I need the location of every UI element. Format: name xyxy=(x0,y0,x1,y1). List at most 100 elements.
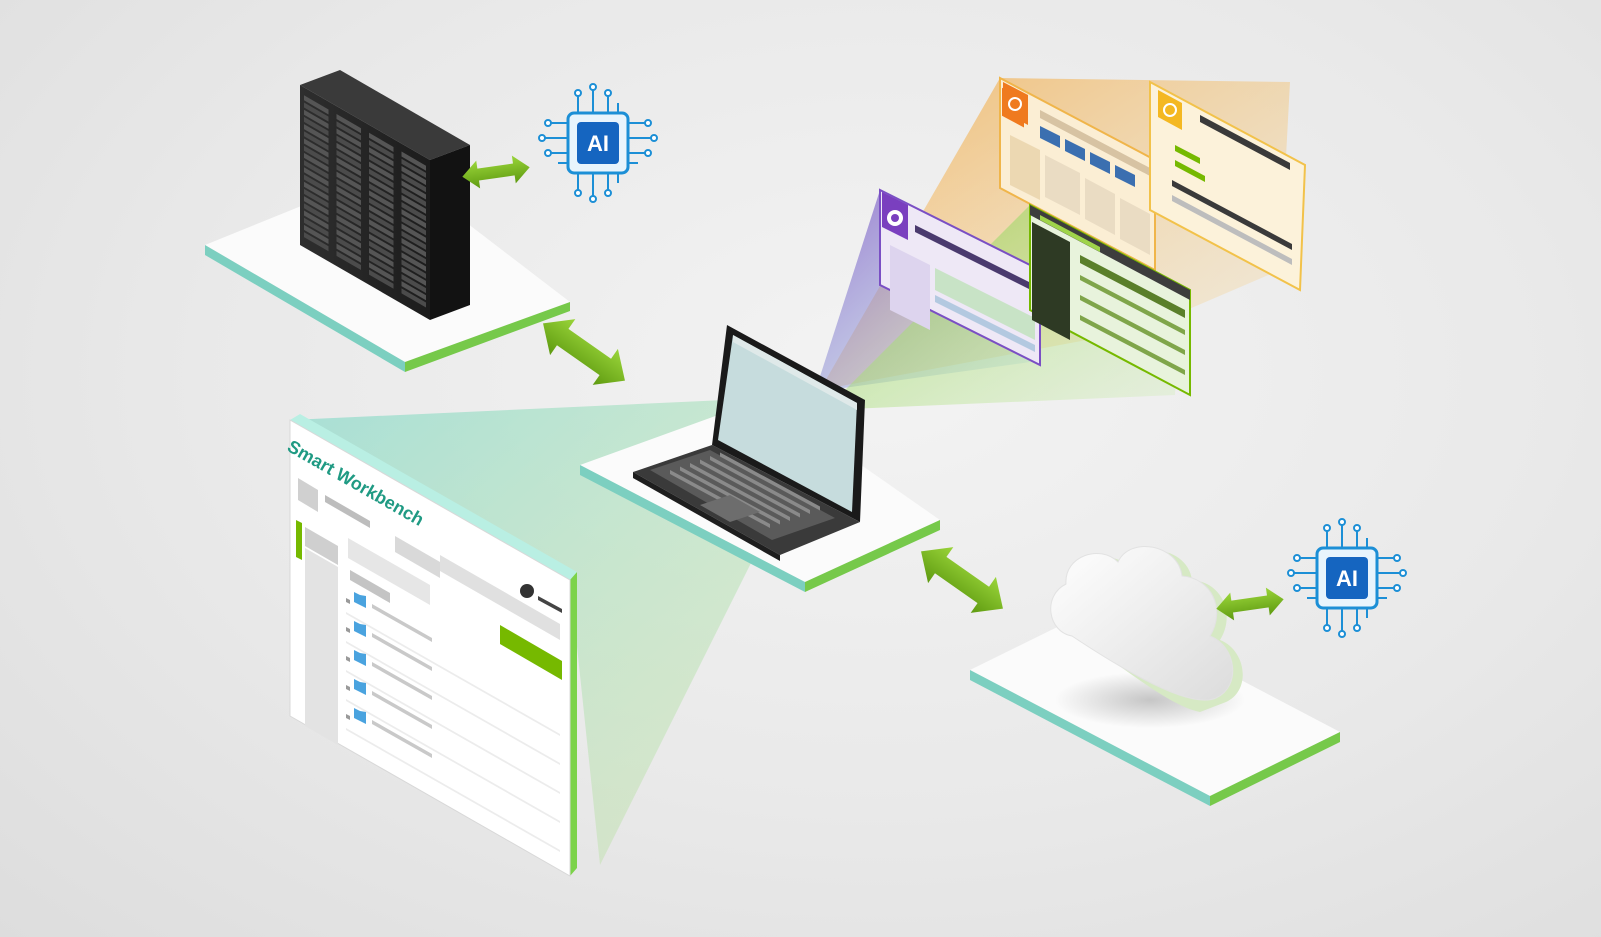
row-divider xyxy=(346,612,560,736)
file-name-bar xyxy=(372,604,432,642)
row-bullet xyxy=(346,598,350,604)
server-unit xyxy=(401,266,426,286)
ai-chip-label: AI xyxy=(1336,566,1358,591)
server-unit xyxy=(304,210,329,230)
server-rack-icon xyxy=(300,70,470,320)
server-unit xyxy=(336,171,361,191)
server-unit xyxy=(401,194,426,214)
server-unit xyxy=(369,176,394,196)
row-bullet xyxy=(346,627,350,633)
server-unit xyxy=(401,180,426,200)
server-unit xyxy=(369,140,394,160)
back-window-yellow xyxy=(1149,80,1307,292)
server-unit xyxy=(369,204,394,224)
server-unit xyxy=(401,288,426,308)
server-unit xyxy=(304,224,329,245)
server-unit xyxy=(336,186,361,206)
folder-icon xyxy=(354,592,366,608)
server-unit xyxy=(369,255,394,275)
file-name-bar xyxy=(372,633,432,671)
server-unit xyxy=(304,181,329,201)
server-unit xyxy=(304,152,329,173)
double-arrow-icon xyxy=(921,547,1003,613)
server-unit xyxy=(336,164,361,184)
server-unit xyxy=(336,250,361,270)
server-unit xyxy=(401,173,426,193)
server-unit xyxy=(369,161,394,181)
server-unit xyxy=(401,151,426,171)
server-unit xyxy=(304,102,329,122)
nvidia-window xyxy=(1029,203,1191,397)
keyboard-row xyxy=(710,456,810,514)
server-unit xyxy=(304,138,329,158)
folder-icon xyxy=(354,650,366,666)
server-unit xyxy=(336,178,361,198)
row-bullet xyxy=(346,685,350,691)
server-unit xyxy=(369,132,394,152)
cloud-icon xyxy=(1050,546,1243,712)
folder-icon xyxy=(354,708,366,724)
server-unit xyxy=(401,158,426,178)
server-unit xyxy=(336,222,361,242)
back-window-orange xyxy=(999,76,1156,272)
ai-chip-label: AI xyxy=(587,131,609,156)
folder-icon xyxy=(354,679,366,695)
github-icon xyxy=(887,210,903,226)
file-name-bar xyxy=(372,720,432,758)
server-unit xyxy=(304,217,329,237)
file-name-bar xyxy=(372,691,432,729)
server-unit xyxy=(401,230,426,250)
server-unit xyxy=(304,131,329,151)
server-unit xyxy=(336,157,361,177)
server-unit xyxy=(369,233,394,253)
server-unit xyxy=(401,273,426,294)
server-unit xyxy=(369,219,394,239)
server-unit xyxy=(401,165,426,186)
row-divider xyxy=(346,728,560,852)
server-unit xyxy=(401,281,426,301)
server-unit xyxy=(369,190,394,210)
server-unit xyxy=(401,216,426,236)
server-unit xyxy=(336,121,361,141)
row-divider xyxy=(346,699,560,823)
server-unit xyxy=(369,154,394,174)
keyboard-row xyxy=(700,459,800,518)
server-unit xyxy=(304,109,329,129)
server-unit xyxy=(336,214,361,234)
server-unit xyxy=(401,237,426,258)
server-unit xyxy=(304,203,329,223)
server-unit xyxy=(401,209,426,229)
server-unit xyxy=(304,145,329,165)
server-unit xyxy=(304,160,329,180)
server-unit xyxy=(336,200,361,220)
double-arrow-icon xyxy=(543,319,625,385)
keyboard-row xyxy=(690,463,790,521)
ai-chip-icon: AI xyxy=(538,83,658,203)
server-unit xyxy=(401,259,426,279)
server-unit xyxy=(369,248,394,268)
server-unit xyxy=(336,243,361,263)
server-unit xyxy=(401,245,426,265)
server-unit xyxy=(304,196,329,216)
server-unit xyxy=(401,252,426,272)
server-unit xyxy=(369,262,394,282)
laptop-icon xyxy=(633,325,865,561)
row-bullet xyxy=(346,656,350,662)
server-unit xyxy=(304,232,329,252)
server-unit xyxy=(336,229,361,249)
keyboard-row xyxy=(720,452,820,511)
server-unit xyxy=(336,236,361,256)
server-unit xyxy=(369,168,394,188)
folder-icon xyxy=(354,621,366,637)
github-window xyxy=(879,188,1041,367)
server-unit xyxy=(336,114,361,134)
server-unit xyxy=(369,212,394,232)
file-name-bar xyxy=(372,662,432,700)
workbench-panel: Smart Workbench xyxy=(284,414,577,877)
row-divider xyxy=(346,641,560,765)
server-unit xyxy=(401,187,426,207)
file-list xyxy=(346,592,560,852)
server-unit xyxy=(336,150,361,170)
server-unit xyxy=(369,240,394,260)
